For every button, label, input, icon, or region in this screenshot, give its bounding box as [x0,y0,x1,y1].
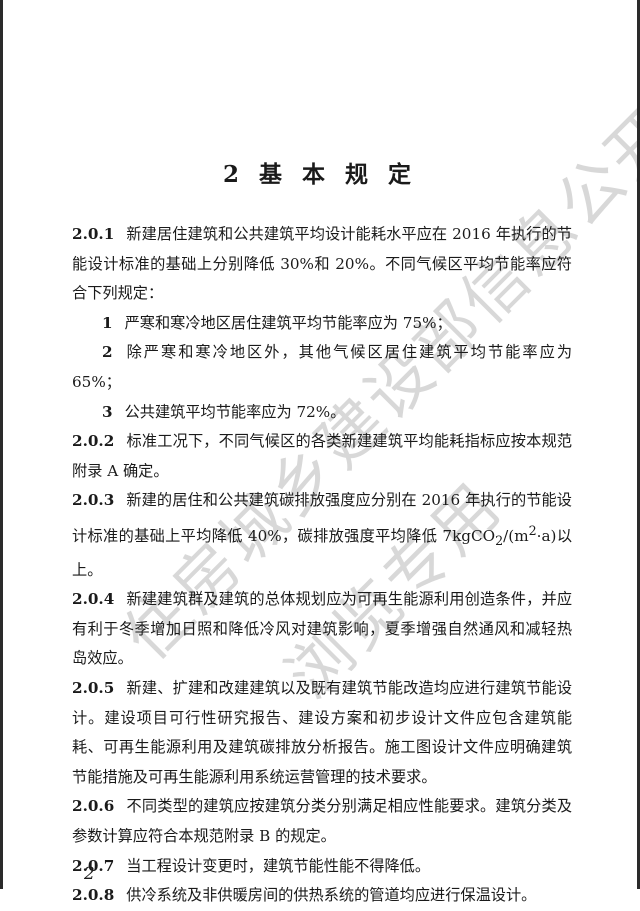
clause-number: 2.0.4 [72,590,115,609]
clause-number: 2.0.1 [72,225,115,243]
chapter-number: 2 [222,161,245,188]
item-text: 严寒和寒冷地区居住建筑平均节能率应为 75%； [124,313,452,332]
superscript: 2 [528,522,537,538]
clause-text-end: ·a)以上。 [72,527,573,579]
scan-edge-right [637,0,640,889]
clause-2-0-7: 2.0.7 当工程设计变更时，建筑节能性能不得降低。 [72,852,572,882]
clause-text-mid: /(m [503,527,529,545]
clause-text: 新建的居住和公共建筑碳排放强度应分别在 2016 年执行的节能设计标准的基础上平… [72,491,572,545]
clause-text: 当工程设计变更时，建筑节能性能不得降低。 [126,856,431,875]
chapter-heading: 基 本 规 定 [258,161,418,188]
item-number: 1 [102,313,113,332]
clause-number: 2.0.3 [72,491,115,510]
item-number: 3 [102,402,113,421]
item-text: 公共建筑平均节能率应为 72%。 [124,402,346,421]
item-number: 2 [102,343,113,362]
chapter-title: 2 基 本 规 定 [0,155,640,189]
clause-item-3: 3 公共建筑平均节能率应为 72%。 [72,398,572,428]
subscript: 2 [495,533,504,549]
clause-number: 2.0.7 [72,856,115,875]
clause-number: 2.0.6 [72,797,115,816]
scan-edge-left [0,0,3,889]
page-number: 2 [84,864,95,884]
clause-number: 2.0.2 [72,432,115,451]
clause-text: 新建、扩建和改建建筑以及既有建筑节能改造均应进行建筑节能设计。建设项目可行性研究… [72,679,572,786]
clause-item-1: 1 严寒和寒冷地区居住建筑平均节能率应为 75%； [72,309,572,339]
item-text: 除严寒和寒冷地区外，其他气候区居住建筑平均节能率应为 65%； [72,343,572,391]
clause-text: 不同类型的建筑应按建筑分类分别满足相应性能要求。建筑分类及参数计算应符合本规范附… [72,797,572,845]
clause-text: 新建建筑群及建筑的总体规划应为可再生能源利用创造条件，并应有利于冬季增加日照和降… [72,590,572,668]
clause-text: 标准工况下，不同气候区的各类新建建筑平均能耗指标应按本规范附录 A 确定。 [72,432,572,480]
clause-text: 新建居住建筑和公共建筑平均设计能耗水平应在 2016 年执行的节能设计标准的基础… [72,225,572,303]
clause-number: 2.0.5 [72,679,115,697]
